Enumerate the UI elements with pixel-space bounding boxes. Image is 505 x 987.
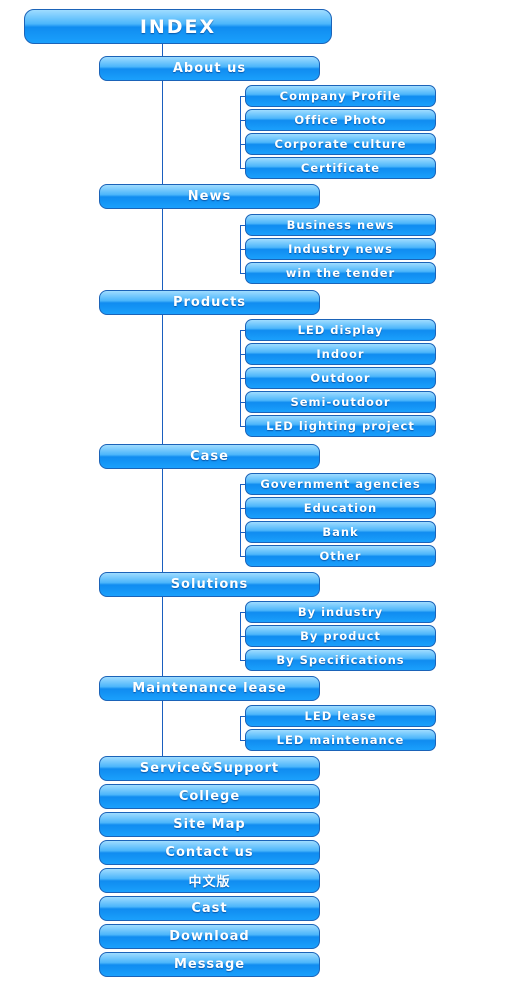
nav-products-button[interactable]: Products bbox=[99, 290, 320, 315]
branch-connector bbox=[240, 168, 245, 169]
nav-solutions-button[interactable]: Solutions bbox=[99, 572, 320, 597]
branch-connector bbox=[240, 144, 245, 145]
nav-government-agencies-button[interactable]: Government agencies bbox=[245, 473, 436, 495]
nav-led-display-button[interactable]: LED display bbox=[245, 319, 436, 341]
branch-line bbox=[240, 96, 241, 169]
index-button[interactable]: INDEX bbox=[24, 9, 332, 44]
nav-led-maintenance-button[interactable]: LED maintenance bbox=[245, 729, 436, 751]
nav-case-button[interactable]: Case bbox=[99, 444, 320, 469]
branch-connector bbox=[240, 716, 245, 717]
branch-connector bbox=[240, 225, 245, 226]
branch-connector bbox=[240, 556, 245, 557]
nav-chinese-version-button[interactable]: 中文版 bbox=[99, 868, 320, 893]
nav-semi-outdoor-button[interactable]: Semi-outdoor bbox=[245, 391, 436, 413]
nav-message-button[interactable]: Message bbox=[99, 952, 320, 977]
branch-connector bbox=[240, 96, 245, 97]
nav-win-the-tender-button[interactable]: win the tender bbox=[245, 262, 436, 284]
branch-line bbox=[240, 484, 241, 557]
nav-by-industry-button[interactable]: By industry bbox=[245, 601, 436, 623]
branch-connector bbox=[240, 484, 245, 485]
nav-contact-us-button[interactable]: Contact us bbox=[99, 840, 320, 865]
nav-education-button[interactable]: Education bbox=[245, 497, 436, 519]
branch-connector bbox=[240, 273, 245, 274]
branch-connector bbox=[240, 249, 245, 250]
branch-connector bbox=[240, 402, 245, 403]
nav-other-button[interactable]: Other bbox=[245, 545, 436, 567]
branch-connector bbox=[240, 508, 245, 509]
branch-connector bbox=[240, 354, 245, 355]
nav-download-button[interactable]: Download bbox=[99, 924, 320, 949]
nav-about-us-button[interactable]: About us bbox=[99, 56, 320, 81]
branch-connector bbox=[240, 636, 245, 637]
trunk-line bbox=[162, 81, 163, 756]
nav-office-photo-button[interactable]: Office Photo bbox=[245, 109, 436, 131]
branch-connector bbox=[240, 378, 245, 379]
nav-outdoor-button[interactable]: Outdoor bbox=[245, 367, 436, 389]
trunk-line-top bbox=[162, 44, 163, 56]
nav-service-support-button[interactable]: Service&Support bbox=[99, 756, 320, 781]
branch-connector bbox=[240, 660, 245, 661]
branch-connector bbox=[240, 330, 245, 331]
nav-maintenance-lease-button[interactable]: Maintenance lease bbox=[99, 676, 320, 701]
branch-connector bbox=[240, 120, 245, 121]
nav-by-product-button[interactable]: By product bbox=[245, 625, 436, 647]
nav-company-profile-button[interactable]: Company Profile bbox=[245, 85, 436, 107]
nav-industry-news-button[interactable]: Industry news bbox=[245, 238, 436, 260]
nav-indoor-button[interactable]: Indoor bbox=[245, 343, 436, 365]
nav-by-specifications-button[interactable]: By Specifications bbox=[245, 649, 436, 671]
nav-corporate-culture-button[interactable]: Corporate culture bbox=[245, 133, 436, 155]
nav-business-news-button[interactable]: Business news bbox=[245, 214, 436, 236]
nav-led-lease-button[interactable]: LED lease bbox=[245, 705, 436, 727]
nav-cast-button[interactable]: Cast bbox=[99, 896, 320, 921]
nav-led-lighting-project-button[interactable]: LED lighting project bbox=[245, 415, 436, 437]
nav-news-button[interactable]: News bbox=[99, 184, 320, 209]
branch-connector bbox=[240, 740, 245, 741]
nav-college-button[interactable]: College bbox=[99, 784, 320, 809]
nav-site-map-button[interactable]: Site Map bbox=[99, 812, 320, 837]
branch-connector bbox=[240, 426, 245, 427]
branch-line bbox=[240, 716, 241, 741]
nav-certificate-button[interactable]: Certificate bbox=[245, 157, 436, 179]
nav-bank-button[interactable]: Bank bbox=[245, 521, 436, 543]
branch-connector bbox=[240, 532, 245, 533]
branch-connector bbox=[240, 612, 245, 613]
